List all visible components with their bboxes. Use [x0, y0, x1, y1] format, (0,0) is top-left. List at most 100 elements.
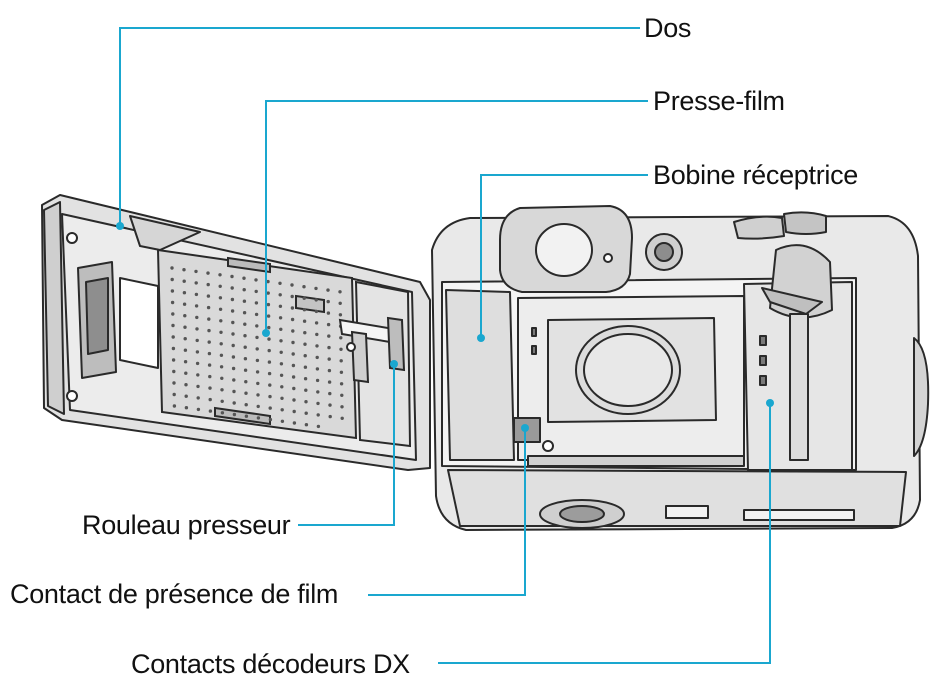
- plate-dot: [206, 294, 211, 298]
- leader-contacts-dx-dot: [766, 399, 774, 407]
- plate-dot: [302, 285, 306, 289]
- plate-dot: [194, 292, 199, 297]
- plate-dot: [182, 268, 186, 272]
- plate-dot: [195, 315, 199, 320]
- plate-dot: [183, 360, 188, 364]
- plate-dot: [219, 319, 223, 323]
- plate-dot: [244, 414, 249, 418]
- plate-dot: [207, 340, 211, 344]
- plate-dot: [266, 302, 271, 307]
- plate-dot: [338, 301, 342, 305]
- plate-dot: [232, 412, 237, 417]
- plate-dot: [339, 359, 343, 363]
- plate-dot: [327, 334, 331, 338]
- plate-dot: [302, 319, 307, 323]
- plate-dot: [292, 409, 296, 414]
- plate-dot: [231, 366, 236, 371]
- label-bobine-receptrice: Bobine réceptrice: [653, 160, 859, 190]
- plate-dot: [183, 325, 187, 329]
- leader-presse-film-dot: [262, 329, 270, 337]
- plate-dot: [255, 358, 260, 363]
- leader-presse-film: [265, 100, 648, 333]
- plate-dot: [171, 335, 175, 339]
- plate-dot: [279, 362, 284, 366]
- plate-dot: [327, 380, 332, 384]
- plate-dot: [242, 276, 246, 280]
- plate-dot: [303, 365, 308, 369]
- plate-dot: [171, 312, 175, 316]
- plate-dot: [279, 327, 283, 331]
- plate-dot: [266, 279, 270, 284]
- plate-dot: [244, 380, 248, 384]
- plate-dot: [242, 311, 247, 315]
- plate-dot: [280, 419, 285, 423]
- plate-dot: [255, 370, 260, 374]
- plate-dot: [242, 299, 247, 303]
- plate-dot: [326, 322, 331, 327]
- plate-dot: [230, 274, 234, 279]
- plate-dot: [171, 323, 175, 328]
- plate-dot: [292, 386, 296, 391]
- plate-dot: [339, 382, 344, 386]
- plate-dot: [171, 346, 176, 351]
- plate-dot: [326, 299, 330, 304]
- plate-dot: [316, 401, 320, 406]
- plate-dot: [232, 389, 236, 394]
- plate-dot: [268, 417, 273, 422]
- plate-dot: [316, 413, 320, 417]
- plate-dot: [243, 357, 248, 361]
- plate-dot: [195, 361, 200, 366]
- plate-dot: [184, 371, 188, 375]
- plate-dot: [254, 301, 259, 305]
- plate-dot: [194, 304, 199, 308]
- plate-dot: [183, 337, 187, 341]
- plate-dot: [326, 288, 330, 292]
- plate-dot: [291, 340, 295, 345]
- plate-dot: [302, 308, 307, 312]
- plate-dot: [340, 416, 344, 420]
- plate-dot: [316, 424, 321, 429]
- plate-dot: [328, 414, 332, 419]
- plate-dot: [196, 384, 200, 389]
- plate-dot: [267, 325, 271, 330]
- plate-dot: [268, 383, 272, 387]
- plate-dot: [231, 320, 235, 325]
- plate-dot: [291, 329, 295, 333]
- plate-dot: [172, 392, 176, 397]
- plate-dot: [268, 406, 272, 410]
- plate-dot: [206, 271, 210, 275]
- plate-dot: [219, 353, 224, 357]
- plate-dot: [304, 411, 308, 415]
- plate-dot: [328, 391, 332, 396]
- plate-dot: [243, 368, 248, 372]
- plate-dot: [243, 322, 247, 326]
- label-contact-presence-film: Contact de présence de film: [10, 579, 339, 609]
- plate-dot: [219, 330, 223, 334]
- label-rouleau-presseur: Rouleau presseur: [82, 510, 291, 540]
- plate-dot: [183, 314, 187, 318]
- leader-dos-dot: [116, 222, 124, 230]
- plate-dot: [208, 374, 212, 379]
- plate-dot: [279, 339, 283, 343]
- plate-dot: [290, 306, 295, 310]
- plate-dot: [314, 298, 318, 302]
- plate-dot: [256, 404, 260, 409]
- plate-dot: [315, 355, 319, 360]
- plate-dot: [314, 321, 319, 325]
- plate-dot: [327, 357, 331, 361]
- plate-dot: [207, 317, 211, 321]
- plate-dot: [303, 377, 308, 381]
- plate-dot: [243, 334, 247, 338]
- plate-dot: [290, 294, 294, 299]
- pressure-roller-bracket: [338, 280, 412, 448]
- plate-dot: [278, 316, 283, 320]
- plate-dot: [230, 286, 234, 290]
- plate-dot: [266, 291, 270, 295]
- plate-dot: [219, 365, 224, 369]
- plate-dot: [279, 350, 283, 354]
- plate-dot: [255, 347, 259, 351]
- plate-dot: [244, 391, 248, 395]
- plate-dot: [194, 269, 198, 274]
- plate-dot: [231, 355, 236, 359]
- pressure-plate: [156, 248, 358, 440]
